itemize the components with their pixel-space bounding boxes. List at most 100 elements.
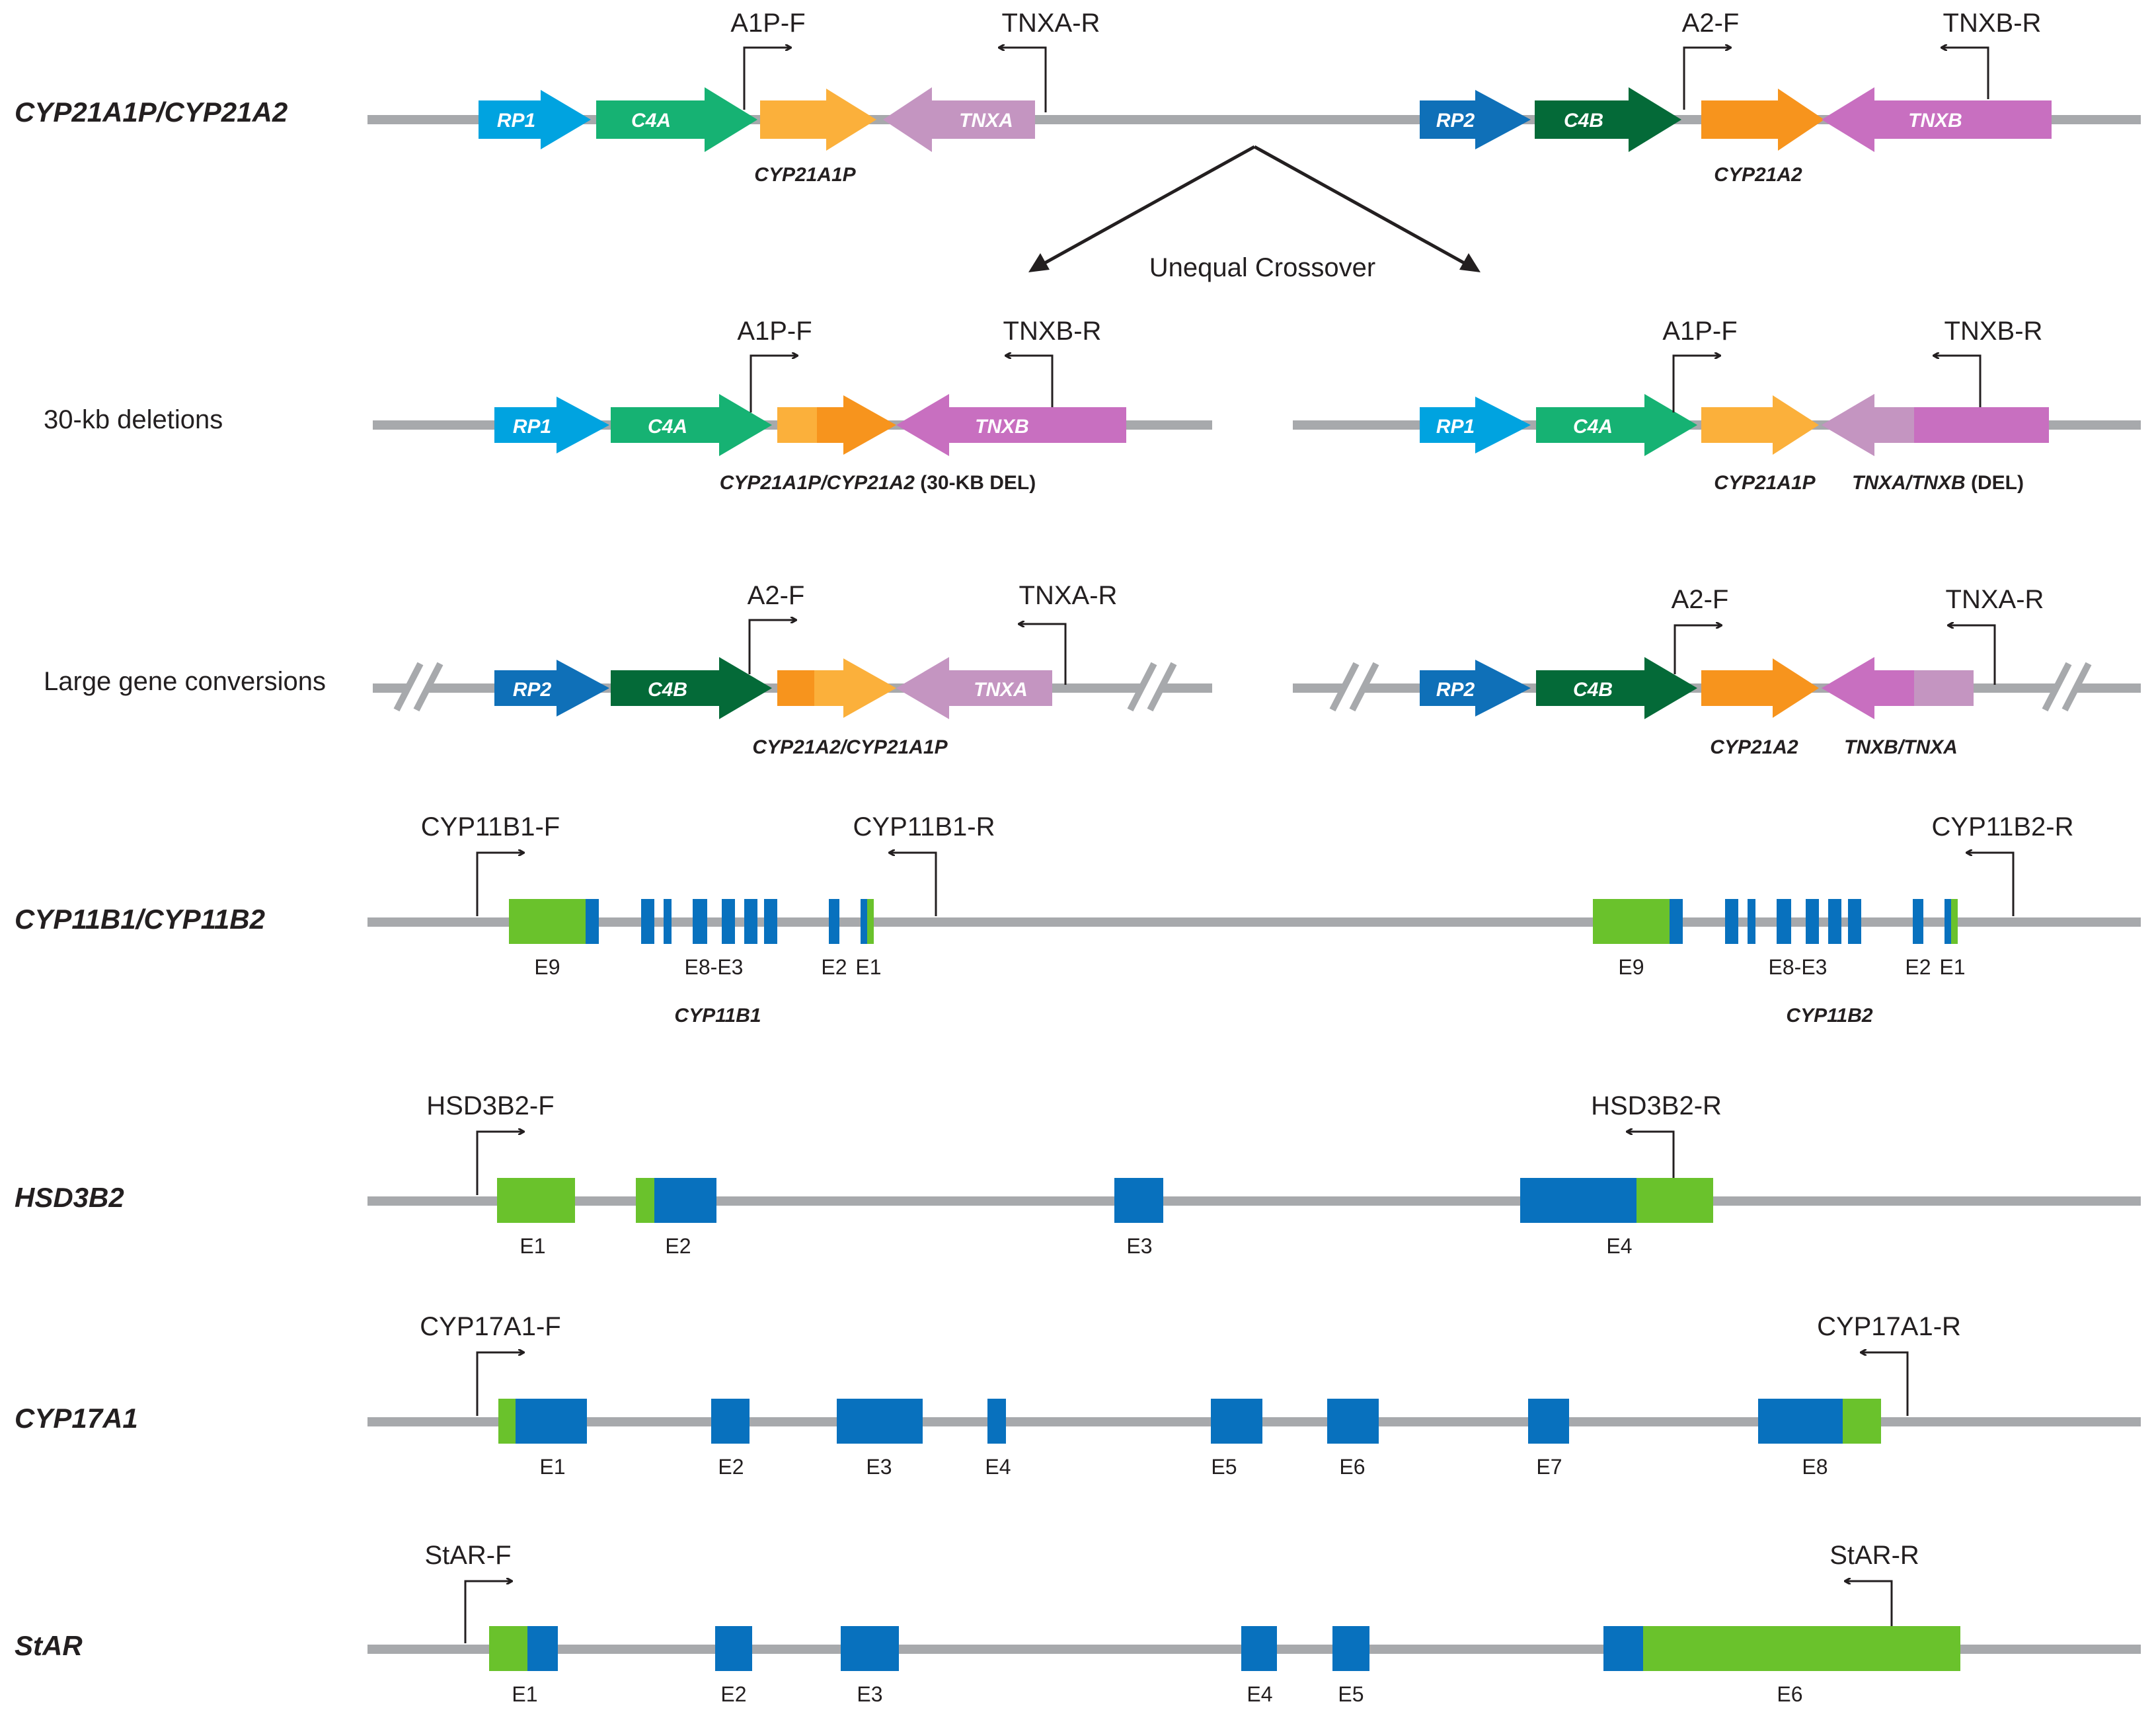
crossover-arrows	[1028, 145, 1481, 272]
exon-label-e4: E4	[985, 1455, 1011, 1479]
exon-e1-utr	[498, 1399, 517, 1444]
primer-arrow-a2-f	[1674, 625, 1721, 674]
exon-e1	[516, 1399, 587, 1444]
primer-label-cyp17a1-f: CYP17A1-F	[420, 1312, 560, 1341]
exon-e5	[1332, 1626, 1369, 1671]
exon-e6	[1603, 1626, 1644, 1671]
sublabel-cyp21a2-cyp21a1p: CYP21A2/CYP21A1P	[752, 736, 948, 758]
row-label-hsd3b2: HSD3B2	[15, 1182, 124, 1213]
primer-label-tnxa-r: TNXA-R	[1002, 9, 1100, 38]
gene-label-rp1: RP1	[1436, 416, 1475, 438]
exon-e4	[987, 1399, 1006, 1444]
primer-label-cyp17a1-r: CYP17A1-R	[1817, 1312, 1961, 1341]
exon-label-e3: E3	[857, 1682, 882, 1706]
primer-label-cyp11b1-r: CYP11B1-R	[853, 812, 995, 841]
row-label-cyp11b: CYP11B1/CYP11B2	[15, 904, 265, 935]
sublabel-cyp21a1p: CYP21A1P	[1714, 472, 1816, 494]
exon-e1	[527, 1626, 558, 1671]
row-30kb-deletions: 30-kb deletions RP1 C4A TNXB CYP21A1P/CY…	[44, 317, 2141, 494]
gene-arrow-tnxb	[1822, 87, 2052, 152]
gene-arrow-tnxb	[896, 394, 1126, 456]
gene-arrow-rp1	[479, 90, 591, 149]
exon-e1	[861, 899, 867, 944]
gene-arrow-rp2	[494, 660, 609, 717]
exon-e8	[641, 899, 654, 944]
exon-label-e7: E7	[1536, 1455, 1562, 1479]
exon-e4	[1241, 1626, 1277, 1671]
gene-label-tnxb: TNXB	[1908, 110, 1962, 132]
exon-label-e4: E4	[1247, 1682, 1272, 1706]
primer-label-cyp11b2-r: CYP11B2-R	[1932, 812, 2074, 841]
exon-e4	[744, 899, 757, 944]
exon-e6-utr	[1643, 1626, 1960, 1671]
chromosome-line	[367, 917, 2141, 927]
exon-e8	[1725, 899, 1738, 944]
primer-arrow-a2-f	[1683, 48, 1730, 110]
exon-label-e2: E2	[1905, 955, 1931, 979]
exon-label-e6: E6	[1339, 1455, 1365, 1479]
break-mark-left	[393, 661, 1177, 714]
exon-label-e8-e3: E8-E3	[1769, 955, 1828, 979]
primer-arrow-tnxb-r	[1934, 356, 1982, 407]
exon-e1-utr	[489, 1626, 529, 1671]
primer-arrow-a1p-f	[1672, 356, 1720, 412]
gene-arrow-rp2	[1420, 90, 1531, 149]
primer-label-a1p-f: A1P-F	[737, 317, 812, 346]
exon-label-e5: E5	[1211, 1455, 1237, 1479]
gene-label-c4b: C4B	[1573, 679, 1613, 701]
exon-e3	[764, 899, 777, 944]
exon-e8	[1758, 1399, 1844, 1444]
exon-e9	[586, 899, 599, 944]
exon-label-e2: E2	[718, 1455, 744, 1479]
exon-e5	[1211, 1399, 1262, 1444]
exon-label-e5: E5	[1338, 1682, 1364, 1706]
gene-label-rp2: RP2	[513, 679, 552, 701]
primer-arrow-star-f	[464, 1581, 512, 1643]
exon-e3	[841, 1626, 899, 1671]
primer-arrow-tnxb-r	[1942, 48, 1989, 99]
primer-label-cyp11b1-f: CYP11B1-F	[421, 812, 560, 841]
row-hsd3b2: HSD3B2 E1 E2 E3 E4 HSD3B2-F HSD3B2-R	[15, 1091, 2141, 1258]
primer-arrow-star-r	[1845, 1581, 1893, 1626]
gene-arrow-cyp21a1p	[760, 89, 876, 151]
break-mark-right	[1329, 661, 2092, 714]
gene-label-rp2: RP2	[1436, 110, 1475, 132]
exon-label-e2: E2	[665, 1234, 691, 1258]
primer-arrow-cyp17a1-f	[476, 1352, 523, 1416]
exon-e3	[837, 1399, 923, 1444]
primer-arrow-a1p-f	[743, 48, 790, 110]
gene-name-cyp11b1: CYP11B1	[674, 1005, 761, 1027]
gene-label-rp1: RP1	[497, 110, 535, 132]
row-star: StAR E1 E2 E3 E4 E5 E6 StAR-F StAR-R	[15, 1541, 2141, 1706]
row-gene-conversions: Large gene conversions RP2 C4B TNXA CYP2…	[44, 581, 2141, 758]
primer-arrow-cyp11b2-r	[1967, 853, 2015, 916]
chromosome-line	[367, 1196, 2141, 1206]
exon-e4	[1520, 1178, 1638, 1223]
exon-label-e2: E2	[720, 1682, 746, 1706]
exon-e3	[1114, 1178, 1163, 1223]
primer-label-a2-f: A2-F	[1682, 9, 1740, 38]
primer-label-tnxb-r: TNXB-R	[1944, 317, 2043, 346]
primer-arrow-hsd3b2-r	[1627, 1132, 1675, 1178]
gene-arrow-c4b	[611, 657, 772, 719]
primer-arrow-cyp11b1-r	[890, 853, 937, 916]
exon-e3	[1848, 899, 1861, 944]
exon-e7	[664, 899, 672, 944]
gene-label-c4a: C4A	[1573, 416, 1613, 438]
row-label-cyp17a1: CYP17A1	[15, 1403, 138, 1434]
primer-label-tnxa-r: TNXA-R	[1946, 585, 2044, 614]
chimera-cyp21a2-part	[777, 670, 814, 706]
exon-e9-utr	[1593, 899, 1671, 944]
primer-label-a2-f: A2-F	[1672, 585, 1729, 614]
exon-label-e9: E9	[534, 955, 560, 979]
exon-label-e1: E1	[520, 1234, 545, 1258]
row-label-30kb: 30-kb deletions	[44, 405, 223, 434]
gene-arrow-c4a	[596, 87, 757, 152]
exon-label-e8: E8	[1802, 1455, 1828, 1479]
gene-arrow-cyp21a2	[1701, 658, 1819, 718]
exon-label-e6: E6	[1777, 1682, 1802, 1706]
primer-label-tnxa-r: TNXA-R	[1019, 581, 1118, 610]
exon-label-e3: E3	[866, 1455, 892, 1479]
gene-arrow-tnxa	[883, 87, 1035, 152]
